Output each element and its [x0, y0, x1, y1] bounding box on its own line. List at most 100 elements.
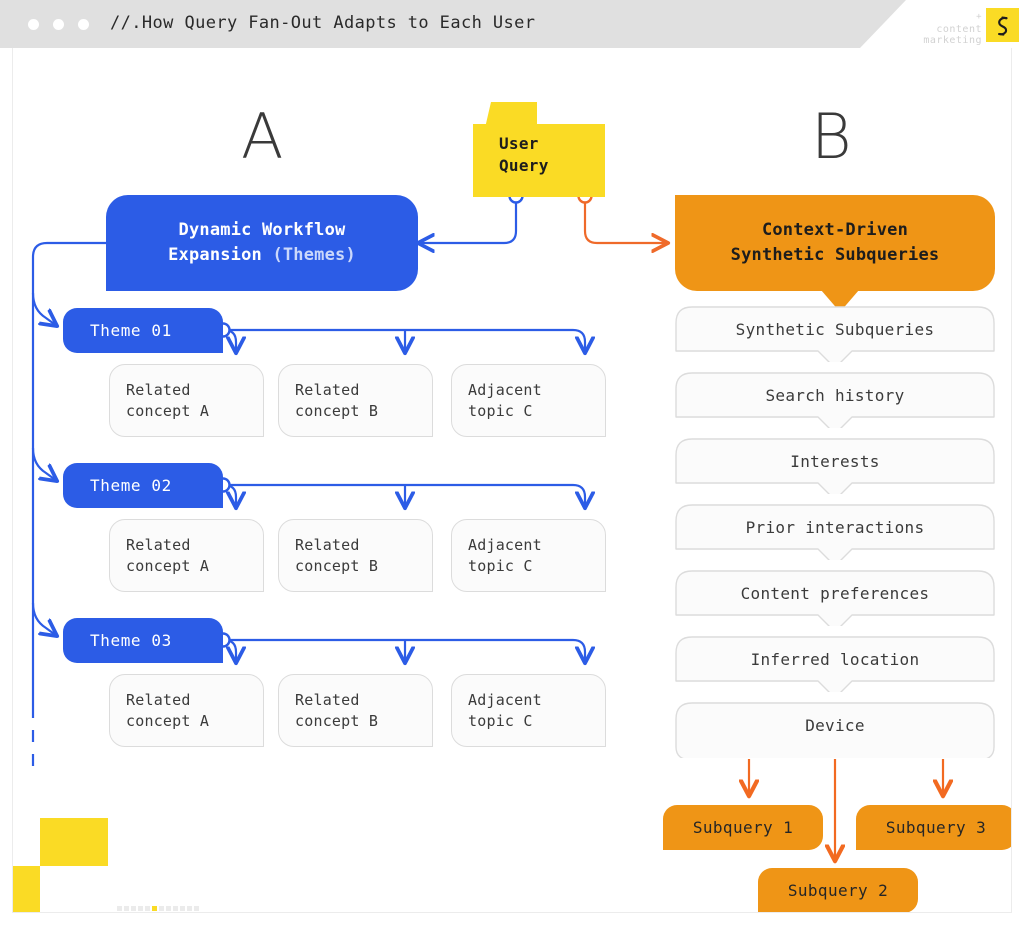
connector-query-to-right [583, 198, 668, 243]
theme-02-card-2-line-2: concept B [295, 556, 379, 575]
context-step-6[interactable]: Inferred location [675, 636, 995, 692]
decor-grid-cell [173, 906, 178, 911]
theme-02-card-3[interactable]: Adjacent topic C [451, 519, 606, 592]
section-letter-a: A [241, 100, 284, 173]
right-headline-text: Context-Driven Synthetic Subqueries [731, 218, 940, 268]
window-maximize-dot[interactable] [78, 19, 89, 30]
context-step-4[interactable]: Prior interactions [675, 504, 995, 560]
context-step-5[interactable]: Content preferences [675, 570, 995, 626]
theme-03-card-1-line-1: Related [126, 690, 191, 709]
theme-01-card-2-line-2: concept B [295, 401, 379, 420]
context-step-1[interactable]: Synthetic Subqueries [675, 306, 995, 362]
theme-03-card-3-line-2: topic C [468, 711, 533, 730]
theme-01-card-3[interactable]: Adjacent topic C [451, 364, 606, 437]
user-query-node[interactable]: User Query [473, 102, 605, 197]
subquery-pill-2-label: Subquery 2 [787, 881, 889, 900]
brand-wordmark: + content marketing [923, 12, 982, 46]
theme-03-card-3-line-1: Adjacent [468, 690, 542, 709]
right-headline-card[interactable]: Context-Driven Synthetic Subqueries [675, 195, 995, 291]
left-headline-text: Dynamic Workflow Expansion (Themes) [168, 218, 356, 268]
decor-grid-cell [194, 906, 199, 911]
context-step-7-label: Device [805, 715, 865, 735]
decor-grid-cell [166, 906, 171, 911]
diagram-canvas: A B User Query Dynamic Workflow Expansio… [12, 48, 1012, 913]
theme-03-card-1-line-2: concept A [126, 711, 210, 730]
user-query-line-2: Query [499, 156, 549, 175]
theme-03-card-2-line-2: concept B [295, 711, 379, 730]
theme-01-card-2-line-1: Related [295, 380, 360, 399]
decor-grid-cell [117, 906, 122, 911]
theme-02-card-1-line-1: Related [126, 535, 191, 554]
context-step-2-label: Search history [765, 385, 905, 405]
theme-03-card-2[interactable]: Related concept B [278, 674, 433, 747]
theme-02-card-1[interactable]: Related concept A [109, 519, 264, 592]
connector-left-spine [31, 241, 106, 766]
theme-01-card-3-line-2: topic C [468, 401, 533, 420]
context-step-2[interactable]: Search history [675, 372, 995, 428]
decor-grid-cell [124, 906, 129, 911]
titlebar-background [0, 0, 906, 48]
user-query-line-1: User [499, 134, 539, 153]
connector-device-to-subqueries [749, 759, 943, 861]
decor-dot-grid [117, 906, 199, 912]
theme-03-card-3[interactable]: Adjacent topic C [451, 674, 606, 747]
theme-03-card-1[interactable]: Related concept A [109, 674, 264, 747]
theme-01-card-3-line-1: Adjacent [468, 380, 542, 399]
theme-chip-02-label: Theme 02 [90, 476, 172, 495]
right-headline-line-1: Context-Driven [761, 220, 909, 240]
left-headline-line-2: Expansion [168, 245, 262, 265]
context-step-5-label: Content preferences [740, 583, 930, 603]
context-step-1-label: Synthetic Subqueries [735, 319, 935, 339]
theme-01-card-2[interactable]: Related concept B [278, 364, 433, 437]
window-close-dot[interactable] [28, 19, 39, 30]
left-headline-line-2-dim: (Themes) [272, 245, 356, 265]
context-step-3[interactable]: Interests [675, 438, 995, 494]
theme-02-card-1-line-2: concept A [126, 556, 210, 575]
brand-line-1: content [936, 24, 982, 35]
theme-chip-02[interactable]: Theme 02 [63, 463, 223, 508]
theme-02-card-2[interactable]: Related concept B [278, 519, 433, 592]
decor-grid-cell [159, 906, 164, 911]
left-headline-line-1: Dynamic Workflow [178, 220, 346, 240]
section-letter-b: B [811, 100, 852, 173]
connector-theme-02-fan [223, 483, 585, 508]
connector-theme-01-fan [223, 328, 585, 353]
subquery-pill-1-label: Subquery 1 [692, 818, 794, 837]
theme-01-card-1-line-2: concept A [126, 401, 210, 420]
subquery-pill-3[interactable]: Subquery 3 [856, 805, 1011, 850]
connector-query-to-left [418, 198, 518, 243]
theme-01-card-1-line-1: Related [126, 380, 191, 399]
context-step-4-label: Prior interactions [745, 517, 925, 537]
theme-chip-01[interactable]: Theme 01 [63, 308, 223, 353]
context-step-6-label: Inferred location [750, 649, 920, 669]
decor-square-large [40, 818, 108, 866]
theme-02-card-3-line-1: Adjacent [468, 535, 542, 554]
subquery-pill-2[interactable]: Subquery 2 [758, 868, 918, 912]
theme-01-card-1[interactable]: Related concept A [109, 364, 264, 437]
brand-line-2: marketing [923, 35, 982, 46]
theme-chip-01-label: Theme 01 [90, 321, 172, 340]
context-step-7[interactable]: Device [675, 702, 995, 758]
left-headline-card[interactable]: Dynamic Workflow Expansion (Themes) [106, 195, 418, 291]
theme-chip-03-label: Theme 03 [90, 631, 172, 650]
theme-03-card-2-line-1: Related [295, 690, 360, 709]
user-query-label: User Query [499, 133, 549, 177]
theme-02-card-2-line-1: Related [295, 535, 360, 554]
subquery-pill-3-label: Subquery 3 [885, 818, 987, 837]
window-titlebar: //.How Query Fan-Out Adapts to Each User… [0, 0, 1024, 48]
decor-grid-cell [152, 906, 157, 911]
folder-tab-icon [485, 102, 537, 128]
context-step-3-label: Interests [790, 451, 880, 471]
subquery-pill-1[interactable]: Subquery 1 [663, 805, 823, 850]
decor-square-small [13, 866, 40, 912]
window-minimize-dot[interactable] [53, 19, 64, 30]
theme-chip-03[interactable]: Theme 03 [63, 618, 223, 663]
window-traffic-lights[interactable] [28, 19, 89, 30]
decor-grid-cell [180, 906, 185, 911]
right-headline-line-2: Synthetic Subqueries [730, 245, 940, 265]
decor-grid-cell [145, 906, 150, 911]
decor-grid-cell [138, 906, 143, 911]
decor-grid-cell [131, 906, 136, 911]
logo-mark-icon [986, 8, 1019, 42]
